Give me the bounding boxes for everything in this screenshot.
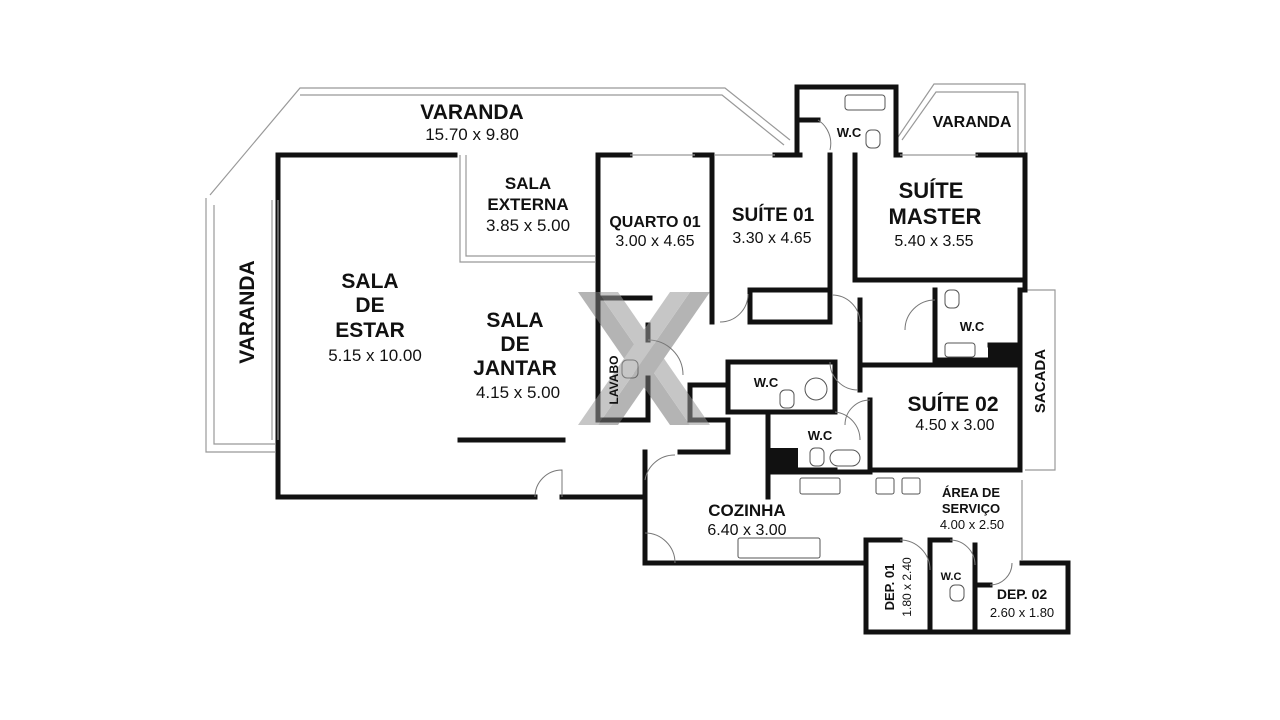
lavabo-label: LAVABO — [607, 356, 621, 405]
windows — [271, 154, 978, 440]
wc-master-label: W.C — [960, 319, 985, 334]
varanda-right-label: VARANDA — [933, 114, 1012, 131]
toilet-icon — [865, 129, 881, 149]
varanda-left-label: VARANDA — [236, 260, 259, 363]
sala-jantar-label-1: SALA — [486, 309, 543, 332]
washer-icon — [901, 477, 921, 495]
kitchen-counter-icon — [737, 537, 821, 559]
dep-01-dim: 1.80 x 2.40 — [900, 557, 914, 617]
sink-icon — [804, 377, 828, 401]
suite-master-dim: 5.40 x 3.55 — [894, 233, 973, 250]
sink-icon — [829, 449, 861, 467]
cozinha-dim: 6.40 x 3.00 — [707, 522, 786, 539]
toilet-icon — [944, 289, 960, 309]
sala-externa-label-2: EXTERNA — [487, 195, 568, 214]
sala-externa-dim: 3.85 x 5.00 — [486, 216, 570, 235]
wc-mid-label: W.C — [754, 375, 779, 390]
x-logo-icon — [578, 292, 710, 425]
suite-02-label: SUÍTE 02 — [907, 393, 998, 416]
area-servico-label-2: SERVIÇO — [942, 501, 1000, 516]
sala-externa-label-1: SALA — [505, 174, 551, 193]
dep-02-dim: 2.60 x 1.80 — [990, 605, 1054, 620]
wc-dep-label: W.C — [941, 571, 962, 583]
quarto-01-dim: 3.00 x 4.65 — [615, 233, 694, 250]
sink-icon — [844, 94, 886, 111]
toilet-icon — [809, 447, 825, 467]
sala-estar-label-1: SALA — [341, 270, 398, 293]
varanda-top-dim: 15.70 x 9.80 — [425, 125, 519, 144]
fixtures — [621, 94, 976, 602]
suite-01-dim: 3.30 x 4.65 — [732, 230, 811, 247]
dep-02-label: DEP. 02 — [997, 586, 1048, 602]
wc-suite02-label: W.C — [808, 428, 833, 443]
suite-02-dim: 4.50 x 3.00 — [915, 417, 994, 434]
quarto-01-label: QUARTO 01 — [609, 214, 700, 231]
suite-master-label-2: MASTER — [889, 204, 982, 229]
sala-jantar-dim: 4.15 x 5.00 — [476, 383, 560, 402]
sala-jantar-label-3: JANTAR — [473, 357, 557, 380]
toilet-icon — [949, 584, 965, 602]
sala-jantar-label-2: DE — [500, 333, 529, 356]
sink-icon — [944, 342, 976, 358]
suite-master-label-1: SUÍTE — [899, 178, 964, 203]
sala-estar-label-2: DE — [355, 294, 384, 317]
toilet-icon — [779, 389, 795, 409]
sala-estar-dim: 5.15 x 10.00 — [328, 346, 422, 365]
varanda-top-label: VARANDA — [420, 101, 523, 124]
area-servico-dim: 4.00 x 2.50 — [940, 517, 1004, 532]
cozinha-label: COZINHA — [708, 501, 785, 520]
doors — [534, 119, 1013, 586]
dep-01-label: DEP. 01 — [882, 564, 897, 611]
sacada-label: SACADA — [1032, 349, 1049, 413]
wc-top-label: W.C — [837, 125, 862, 140]
sala-estar-label-3: ESTAR — [335, 319, 405, 342]
area-servico-label-1: ÁREA DE — [942, 485, 1000, 500]
suite-01-label: SUÍTE 01 — [732, 204, 815, 226]
kitchen-sink-icon — [799, 477, 841, 495]
balcony-outline — [205, 83, 1056, 560]
washer-icon — [875, 477, 895, 495]
